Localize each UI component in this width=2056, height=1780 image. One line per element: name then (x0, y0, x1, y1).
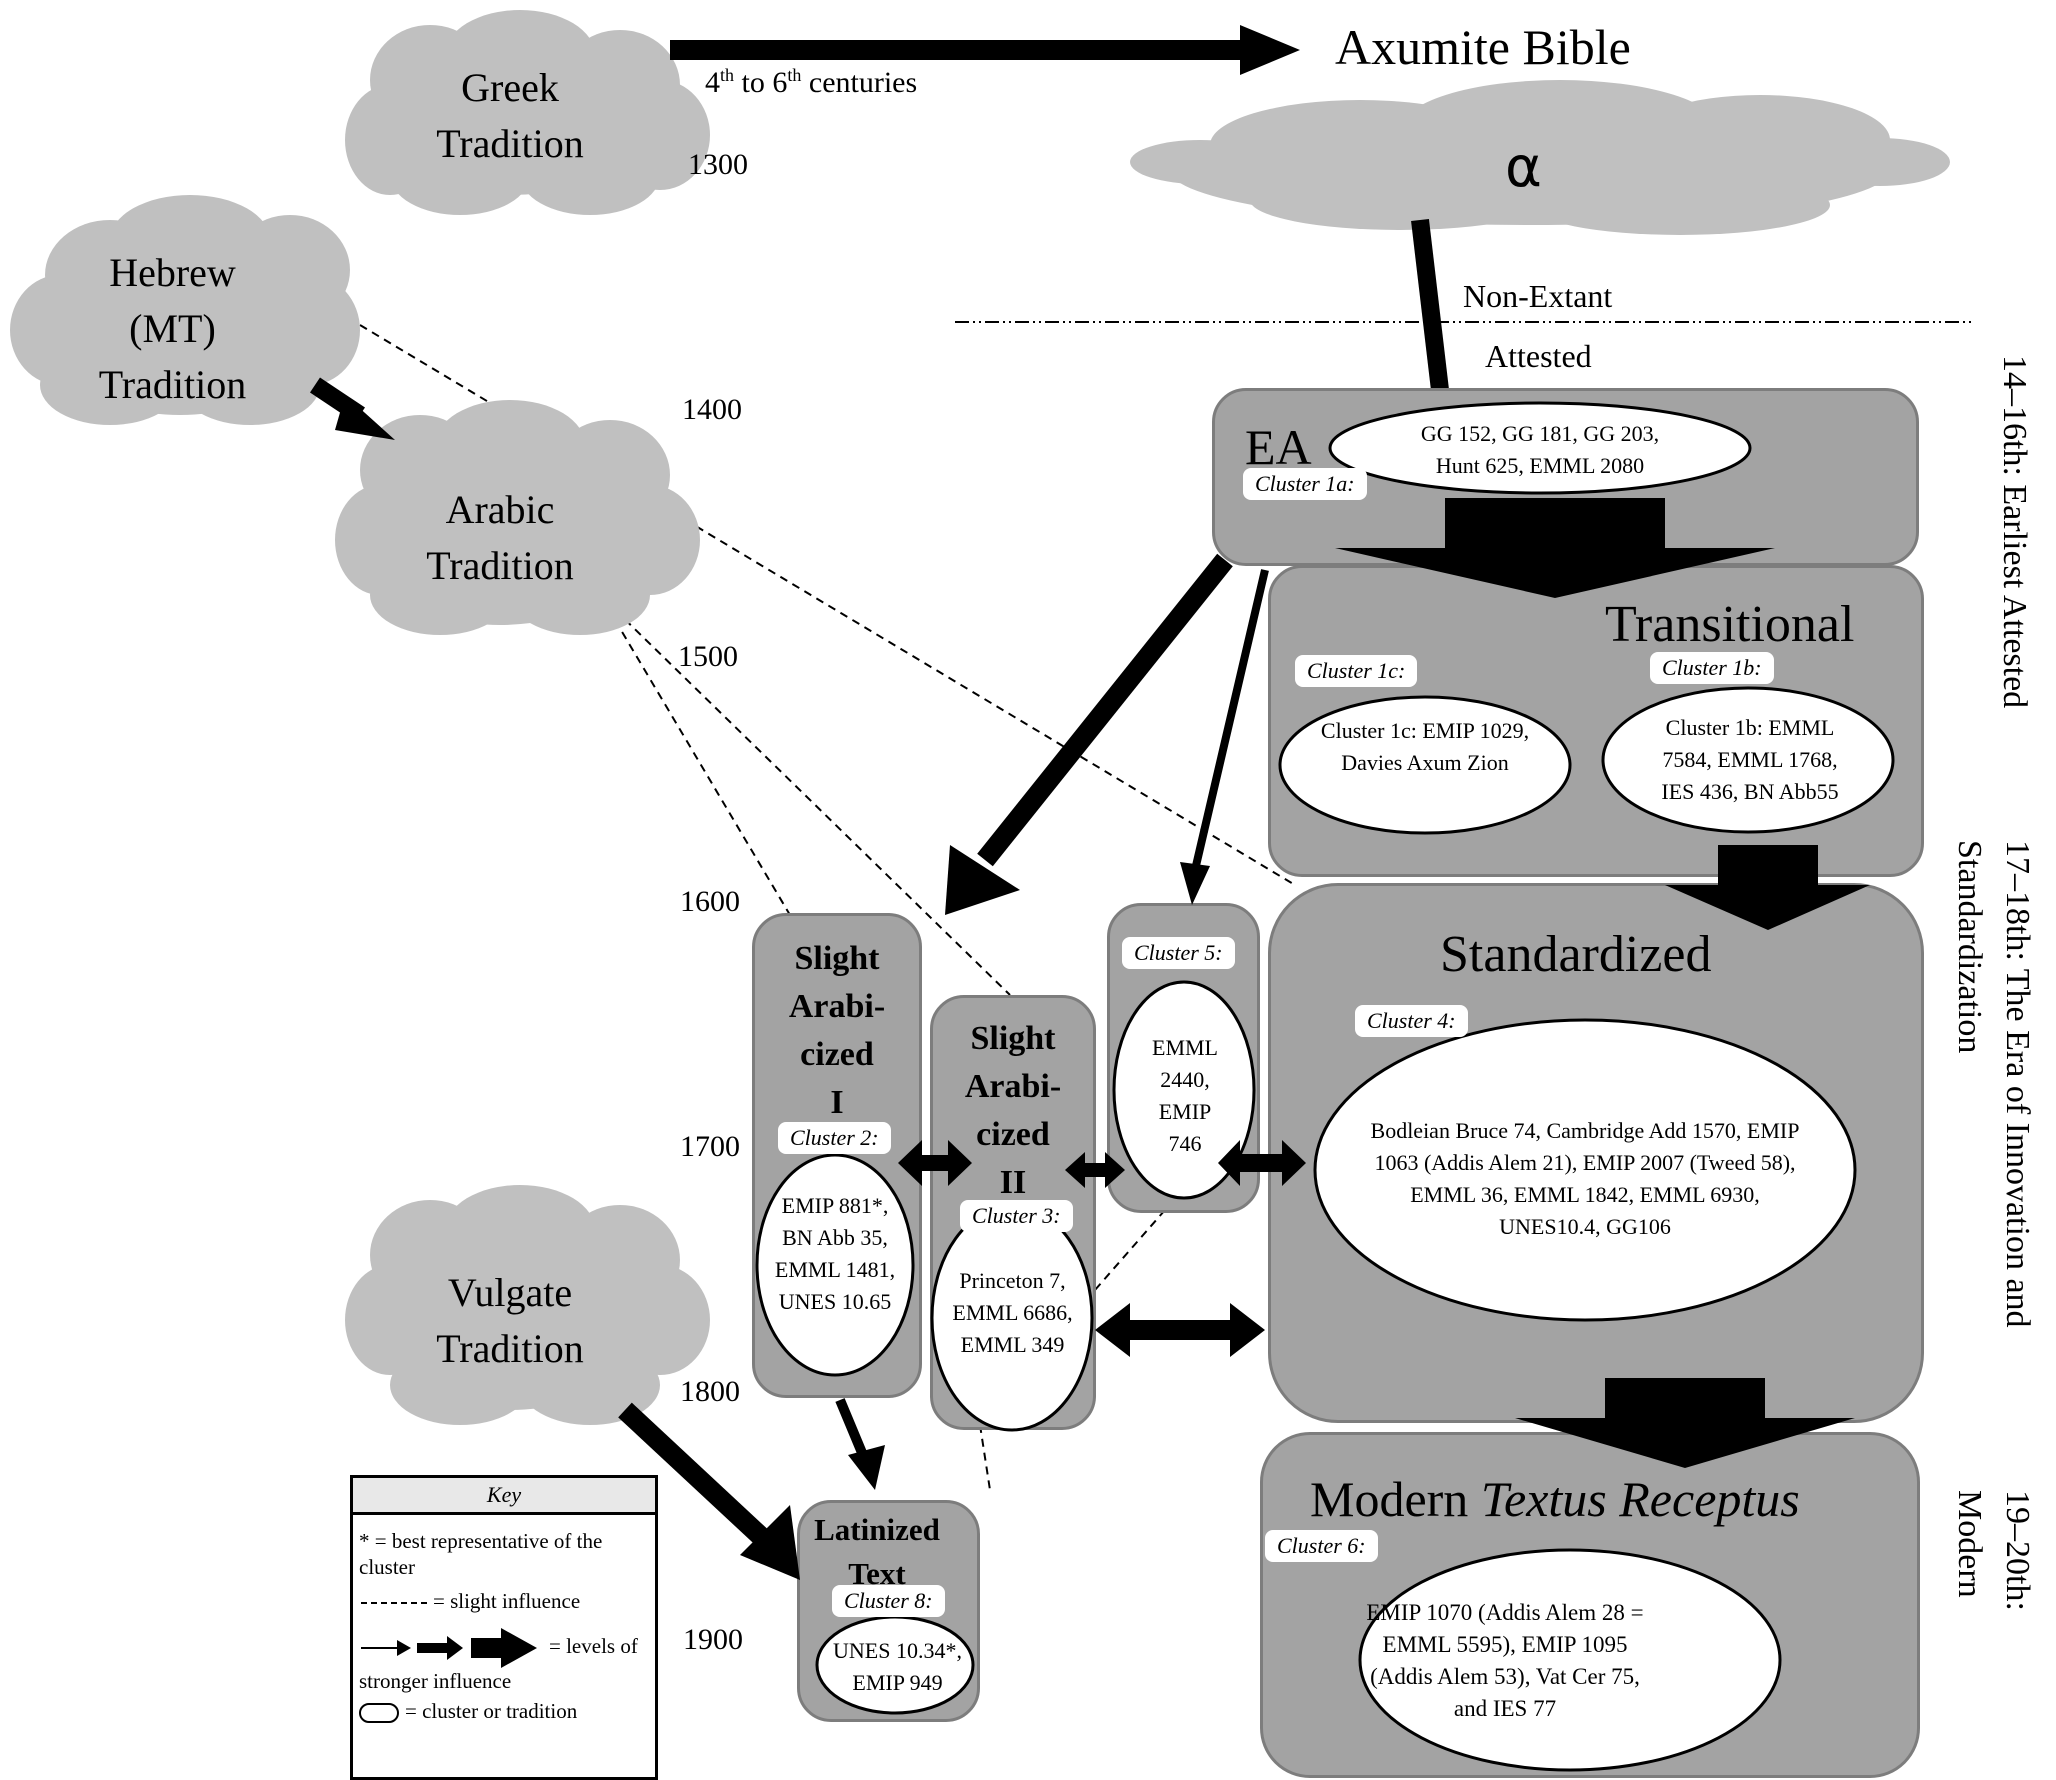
cluster-2-manuscripts: EMIP 881*, BN Abb 35, EMML 1481, UNES 10… (774, 1193, 896, 1314)
cluster-1a-manuscripts: GG 152, GG 181, GG 203, Hunt 625, EMML 2… (1420, 421, 1660, 478)
arabic-tradition-cloud (335, 400, 700, 635)
cluster-1b-tag: Cluster 1b: (1650, 652, 1774, 684)
cluster-6-manuscripts: EMIP 1070 (Addis Alem 28 = EMML 5595), E… (1366, 1600, 1644, 1721)
strong-influence-arrows (618, 498, 1870, 1580)
cluster-1b-cloud (1601, 686, 1895, 834)
cluster-8-tag: Cluster 8: (832, 1585, 945, 1617)
year-1700: 1700 (680, 1130, 740, 1163)
year-1800: 1800 (680, 1375, 740, 1408)
year-1400: 1400 (682, 393, 742, 426)
arabic-tradition-label: Arabic Tradition (426, 487, 574, 588)
cloud-sample-icon (359, 1703, 399, 1724)
cluster-2-cloud (755, 1153, 915, 1377)
greek-tradition-cloud (345, 10, 710, 215)
cluster-1c-tag: Cluster 1c: (1295, 655, 1418, 687)
cluster-clouds (755, 401, 1895, 1772)
cluster-3-tag: Cluster 3: (960, 1200, 1073, 1232)
year-1300: 1300 (688, 148, 748, 181)
cluster-2-tag: Cluster 2: (778, 1122, 891, 1154)
cluster-1a-cloud (1328, 401, 1752, 495)
era-innovation-standardization: 17–18th: The Era of Innovation and Stand… (1951, 840, 2036, 1328)
cluster-1b-manuscripts: Cluster 1b: EMML 7584, EMML 1768, IES 43… (1661, 715, 1839, 804)
greek-tradition-label: Greek Tradition (436, 65, 584, 166)
vulgate-tradition-label: Vulgate Tradition (436, 1270, 584, 1371)
cluster-3-manuscripts: Princeton 7, EMML 6686, EMML 349 (952, 1268, 1073, 1357)
arrow-levels-icon (361, 1628, 537, 1668)
cluster-1a-tag: Cluster 1a: (1243, 468, 1367, 500)
cluster-4-tag: Cluster 4: (1355, 1005, 1468, 1037)
standardized-to-modern-arrow (1515, 1378, 1855, 1468)
axumite-bible-title: Axumite Bible (1335, 19, 1631, 75)
cluster-1c-cloud (1278, 695, 1572, 835)
slight1-slight2-double-arrow (898, 1140, 972, 1186)
cluster-8-manuscripts: UNES 10.34*, EMIP 949 (833, 1638, 962, 1695)
cluster-6-cloud (1358, 1548, 1782, 1772)
slight-influence-lines (359, 324, 1296, 1491)
year-1600: 1600 (680, 885, 740, 918)
alpha-to-ea-line (1411, 218, 1449, 392)
slight2-standardized-double-arrow (1095, 1303, 1265, 1357)
modern-title: Modern Textus Receptus (1310, 1470, 1800, 1528)
year-1500: 1500 (678, 640, 738, 673)
ea-to-slight1-arrow (945, 845, 1020, 915)
cluster-5-manuscripts: EMML 2440, EMIP 746 (1152, 1035, 1218, 1156)
greek-route-label: 4th to 6th centuries (705, 65, 918, 99)
key-title: Key (353, 1478, 655, 1515)
hebrew-tradition-cloud (10, 195, 360, 425)
dashed-arabic-to-slight1 (614, 619, 791, 916)
key-dashed: = slight influence (361, 1588, 580, 1614)
cluster-1c-manuscripts: Cluster 1c: EMIP 1029, Davies Axum Zion (1320, 718, 1530, 775)
cluster5-standardized-double-arrow (1218, 1140, 1306, 1186)
slight1-to-latinized-arrow (848, 1445, 885, 1490)
ea-to-transitional-arrow (1335, 498, 1775, 598)
year-1900: 1900 (683, 1623, 743, 1656)
key-arrows: = levels of stronger influence (359, 1628, 655, 1694)
alpha-label: α (1505, 135, 1542, 200)
hebrew-to-arabic-arrow (335, 395, 395, 440)
alpha-cloud (1130, 80, 1950, 235)
cluster-8-cloud (815, 1615, 975, 1715)
modern-title-plain: Modern (1310, 1471, 1481, 1527)
dashed-slight2-to-latinized (979, 1424, 991, 1491)
era-modern: 19–20th: Modern (1951, 1490, 2036, 1611)
cluster-5-cloud (1112, 980, 1256, 1200)
transitional-to-standardized-arrow (1665, 845, 1870, 930)
standardized-title: Standardized (1440, 926, 1712, 983)
cluster-4-cloud (1313, 1018, 1857, 1322)
vulgate-to-latinized-arrow (740, 1505, 800, 1580)
greek-to-axumite-arrow (670, 25, 1300, 75)
ea-title: EA (1245, 419, 1312, 475)
attested-label: Attested (1485, 338, 1592, 374)
non-extant-label: Non-Extant (1463, 278, 1613, 314)
cluster-4-manuscripts: Bodleian Bruce 74, Cambridge Add 1570, E… (1370, 1118, 1800, 1239)
dashed-cluster5-to-slight2 (1094, 1209, 1166, 1291)
cluster-5-tag: Cluster 5: (1122, 937, 1235, 969)
transitional-title: Transitional (1605, 596, 1855, 653)
ea-to-cluster5-arrow (1180, 862, 1210, 905)
dashed-arabic-to-slight2 (604, 599, 1011, 996)
vulgate-tradition-cloud (345, 1185, 710, 1425)
latinized-title: Latinized Text (814, 1512, 940, 1591)
cluster-6-tag: Cluster 6: (1265, 1530, 1378, 1562)
dashed-line-sample-icon (361, 1602, 427, 1605)
era-earliest-attested: 14–16th: Earliest Attested (1996, 355, 2033, 709)
key-cloud: = cluster or tradition (359, 1698, 577, 1724)
hebrew-tradition-label: Hebrew (MT) Tradition (98, 250, 247, 407)
slight2-cluster5-double-arrow (1065, 1152, 1125, 1188)
modern-title-italic: Textus Receptus (1480, 1471, 1800, 1527)
key-asterisk: * = best representative of the cluster (359, 1529, 603, 1579)
legend-key: Key * = best representative of the clust… (350, 1475, 658, 1780)
